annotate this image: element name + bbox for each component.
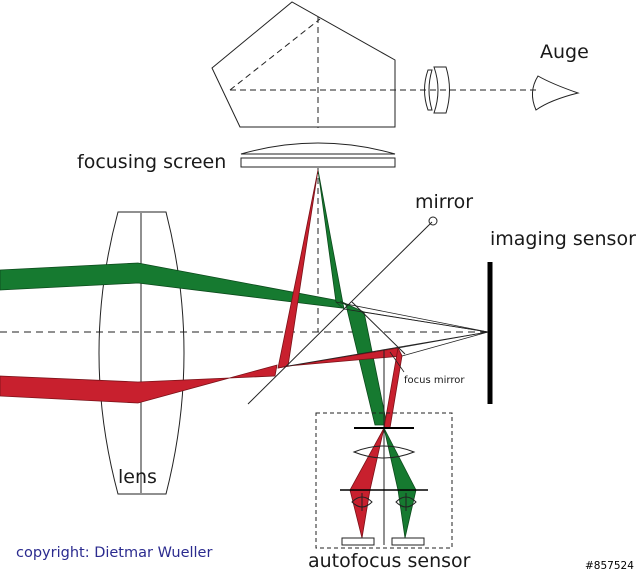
image-id-text: #857524 <box>585 560 634 572</box>
red-beam-to-screen <box>277 169 319 369</box>
label-lens: lens <box>118 466 157 488</box>
red-beam-to-focus-mirror <box>277 347 403 369</box>
green-beam-af-right <box>383 427 417 539</box>
red-beam-incoming <box>0 364 278 404</box>
label-autofocus-sensor: autofocus sensor <box>308 550 471 572</box>
green-beam-incoming <box>0 262 343 309</box>
label-focus-mirror: focus mirror <box>404 375 465 386</box>
green-beam-to-focus-mirror <box>339 300 388 426</box>
mirror-pivot <box>428 216 438 226</box>
red-beam-reflected <box>383 346 403 429</box>
ray-fan <box>287 301 489 367</box>
label-mirror: mirror <box>415 191 473 213</box>
focus-mirror <box>351 301 406 355</box>
af-sensor-right <box>391 537 425 546</box>
pentaprism-diagonal-ray <box>229 18 321 91</box>
label-eye: Auge <box>540 41 589 63</box>
copyright-text: copyright: Dietmar Wueller <box>16 545 212 561</box>
label-imaging-sensor: imaging sensor <box>490 228 636 250</box>
af-separator-lens-left <box>351 496 373 508</box>
red-beam-af-left <box>349 427 385 539</box>
autofocus-module <box>315 412 453 549</box>
label-focusing-screen: focusing screen <box>77 151 226 173</box>
eyepiece-lens <box>424 66 450 114</box>
af-field-lens <box>352 445 416 459</box>
pentaprism <box>211 1 396 128</box>
green-beam-to-screen <box>317 169 345 311</box>
focus-mirror-pointer <box>389 351 405 373</box>
af-sensor-left <box>341 537 375 546</box>
eye-shape <box>532 75 580 111</box>
focusing-screen <box>240 142 396 168</box>
lens-shape <box>98 211 185 495</box>
main-mirror <box>247 221 433 405</box>
af-separator-lens-right <box>395 496 417 508</box>
